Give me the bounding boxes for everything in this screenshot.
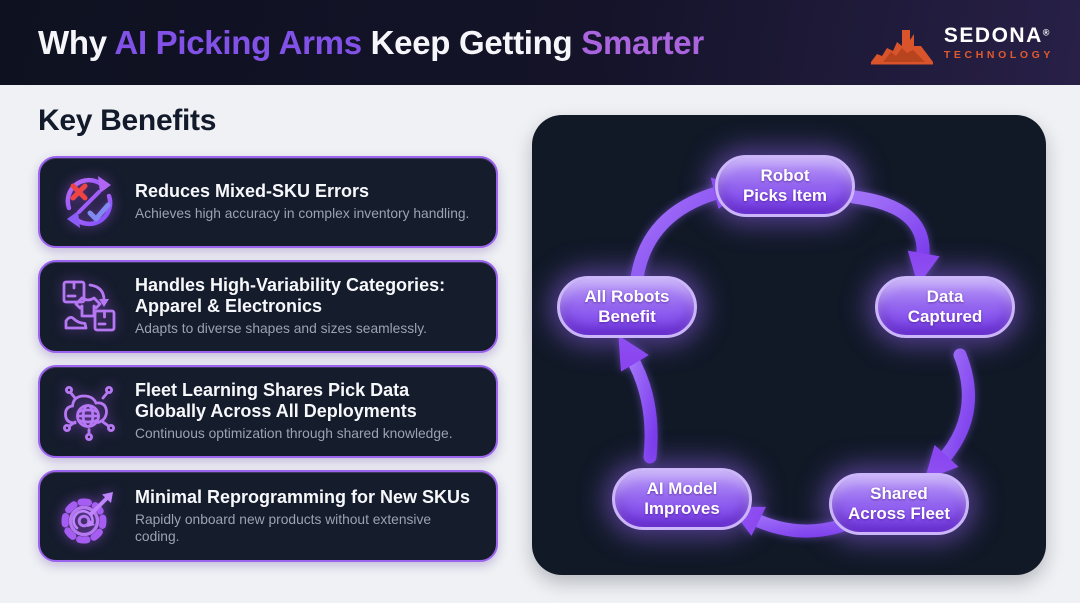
sedona-mountain-icon xyxy=(870,29,933,64)
key-benefits-heading: Key Benefits xyxy=(38,104,217,137)
page-title: Why AI Picking Arms Keep Getting Smarter xyxy=(38,24,704,62)
variability-items-icon xyxy=(62,280,116,331)
cycle-node-ai-model-improves: AI Model Improves xyxy=(612,468,752,530)
benefit-card-text: Fleet Learning Shares Pick Data Globally… xyxy=(135,380,453,443)
title-part-ai-picking-arms: AI Picking Arms xyxy=(114,23,362,61)
benefit-subtitle: Continuous optimization through shared k… xyxy=(135,426,453,442)
cloud-network-icon xyxy=(63,385,116,441)
benefit-cards-list: Reduces Mixed-SKU Errors Achieves high a… xyxy=(38,156,498,563)
title-part-why: Why xyxy=(38,23,115,61)
benefit-subtitle: Adapts to diverse shapes and sizes seaml… xyxy=(135,321,427,337)
logo-name: SEDONA xyxy=(943,23,1043,47)
benefit-subtitle: Achieves high accuracy in complex invent… xyxy=(135,206,470,222)
arrow-allrobots-to-robot xyxy=(629,177,747,292)
benefit-card-fleet-learning: Fleet Learning Shares Pick Data Globally… xyxy=(38,365,498,459)
benefit-subtitle: Rapidly onboard new products without ext… xyxy=(135,512,432,544)
benefit-card-text: Minimal Reprogramming for New SKUs Rapid… xyxy=(135,487,478,545)
cycle-node-shared-across-fleet: Shared Across Fleet xyxy=(829,473,969,535)
header-bar: Why AI Picking Arms Keep Getting Smarter… xyxy=(0,0,1080,85)
benefit-card-mixed-sku: Reduces Mixed-SKU Errors Achieves high a… xyxy=(38,156,498,248)
benefit-title: Fleet Learning Shares Pick Data Globally… xyxy=(135,380,417,422)
benefit-title: Reduces Mixed-SKU Errors xyxy=(135,181,370,202)
cycle-node-robot-picks-item: Robot Picks Item xyxy=(715,155,855,217)
logo-tagline: TECHNOLOGY xyxy=(943,48,1054,61)
logo-registered-mark: ® xyxy=(1042,27,1051,38)
arrow-data-to-shared xyxy=(924,348,975,480)
cycle-node-all-robots-benefit: All Robots Benefit xyxy=(557,276,697,338)
benefit-card-text: Reduces Mixed-SKU Errors Achieves high a… xyxy=(135,181,469,223)
title-part-keep-getting: Keep Getting xyxy=(361,23,582,61)
benefit-card-minimal-reprogramming: Minimal Reprogramming for New SKUs Rapid… xyxy=(38,470,498,563)
arrow-robot-to-data xyxy=(847,190,940,286)
fleet-learning-cycle-panel: Robot Picks Item Data Captured Shared Ac… xyxy=(532,115,1046,575)
benefit-card-high-variability: Handles High-Variability Categories: App… xyxy=(38,260,498,354)
cycle-node-data-captured: Data Captured xyxy=(875,276,1015,338)
sync-error-icon xyxy=(65,176,113,228)
title-part-smarter: Smarter xyxy=(581,23,704,61)
benefit-title: Handles High-Variability Categories: App… xyxy=(135,275,446,317)
benefit-card-text: Handles High-Variability Categories: App… xyxy=(135,275,445,338)
benefit-title: Minimal Reprogramming for New SKUs xyxy=(135,486,471,507)
arrow-aimodel-to-allrobots xyxy=(618,335,658,464)
sedona-logo: SEDONA® TECHNOLOGY xyxy=(869,20,1054,66)
gear-growth-icon xyxy=(61,492,113,544)
